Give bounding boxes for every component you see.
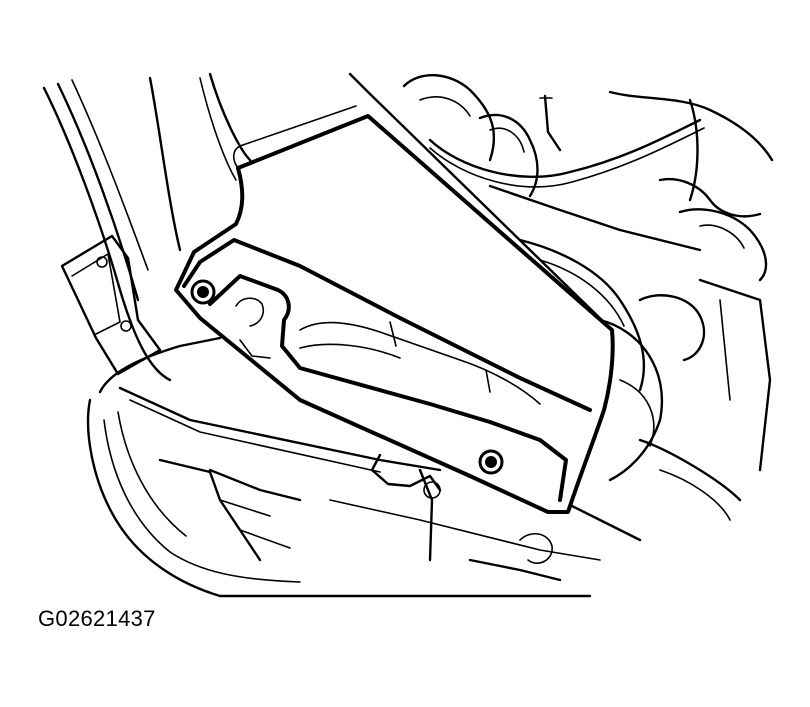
figure-reference-code: G02621437: [38, 606, 156, 631]
duct-top-edge: [232, 72, 614, 332]
right-engine-components: [402, 73, 774, 521]
bolt-icon: [478, 449, 504, 475]
left-fender-linework: [42, 72, 252, 382]
air-duct-cover: [174, 114, 615, 514]
bolt-icon: [190, 279, 216, 305]
left-bracket: [60, 234, 162, 376]
grille-housing: [86, 336, 642, 598]
